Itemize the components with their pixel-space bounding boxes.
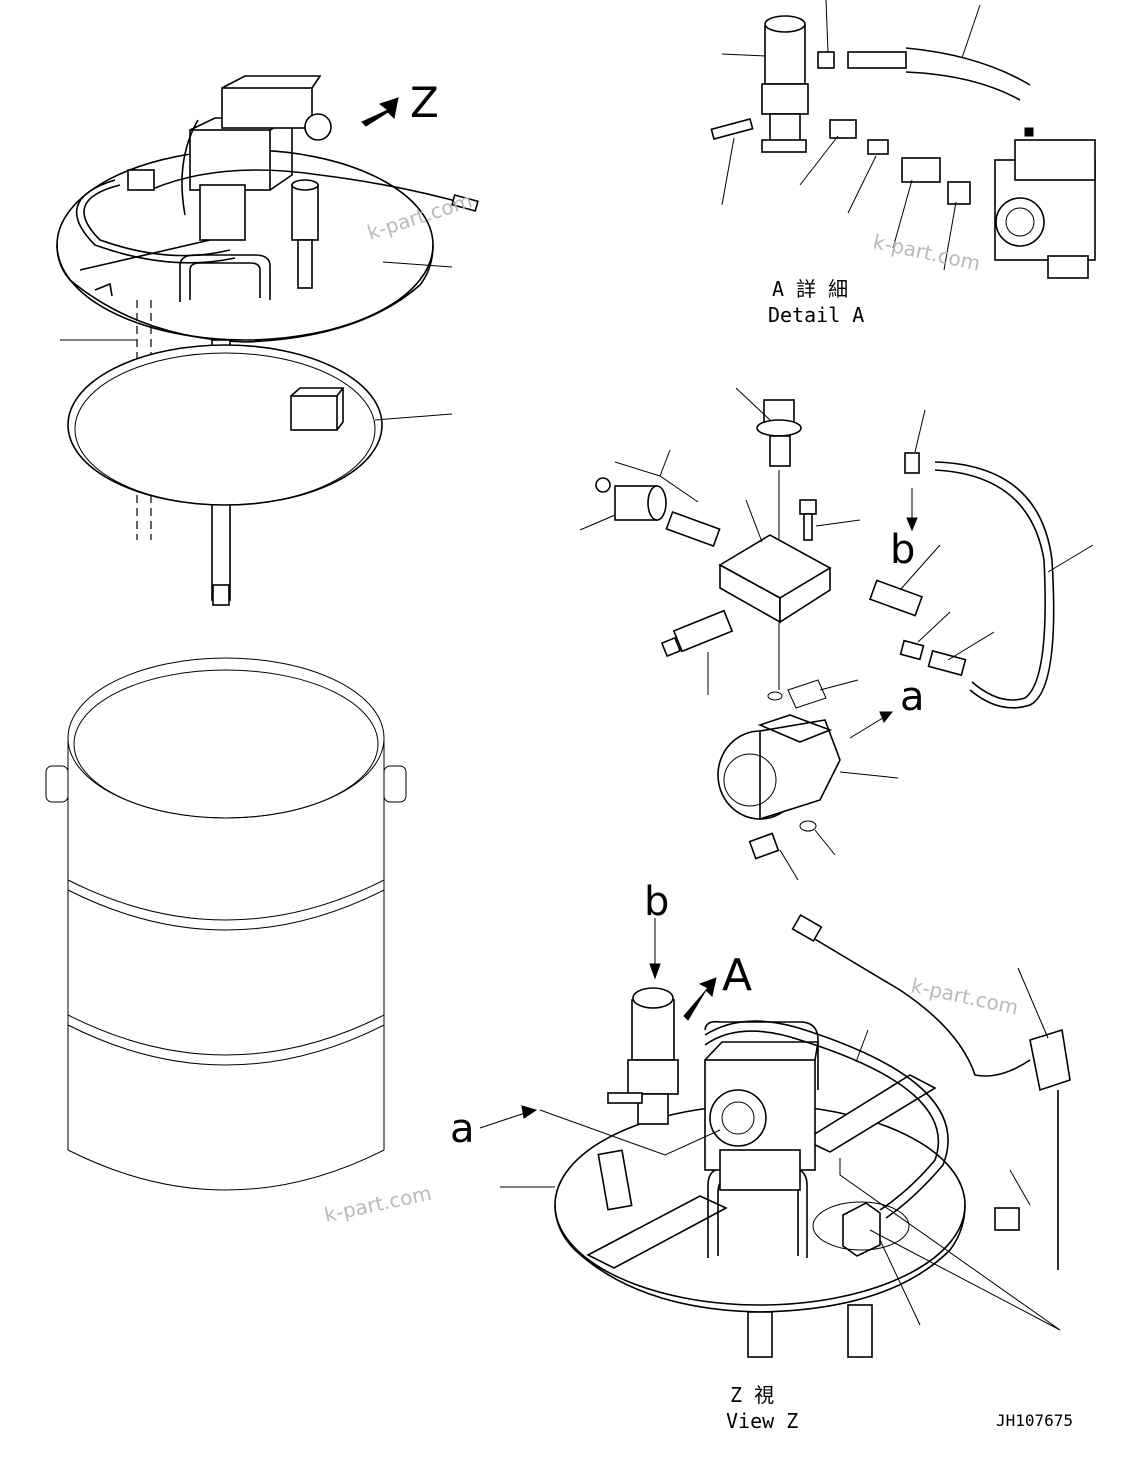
port-b-label-upper: b [890,527,915,573]
view-z-drawing [479,913,1071,1358]
detail-a-caption-en: Detail A [768,303,864,327]
detail-a-drawing [710,0,1096,279]
grease-drum [45,657,407,1191]
port-a-label-lower: a [450,1106,475,1152]
watermark: k-part.com [322,1181,434,1227]
detail-a-pointer-letter: A [722,950,752,1001]
drawing-number: JH107675 [996,1411,1073,1430]
detail-a-caption-jp: A 詳 細 [772,277,848,301]
port-a-label-upper: a [900,674,925,720]
view-z-pointer-letter: Z [410,78,439,127]
watermark: k-part.com [909,973,1021,1019]
view-z-caption-jp: Z 視 [730,1383,774,1407]
watermark: k-part.com [871,229,983,275]
view-z-caption-en: View Z [726,1409,798,1433]
pump-assembly-overview [56,75,479,606]
exploded-valve-block [579,387,1094,881]
port-b-label-lower: b [644,879,669,925]
